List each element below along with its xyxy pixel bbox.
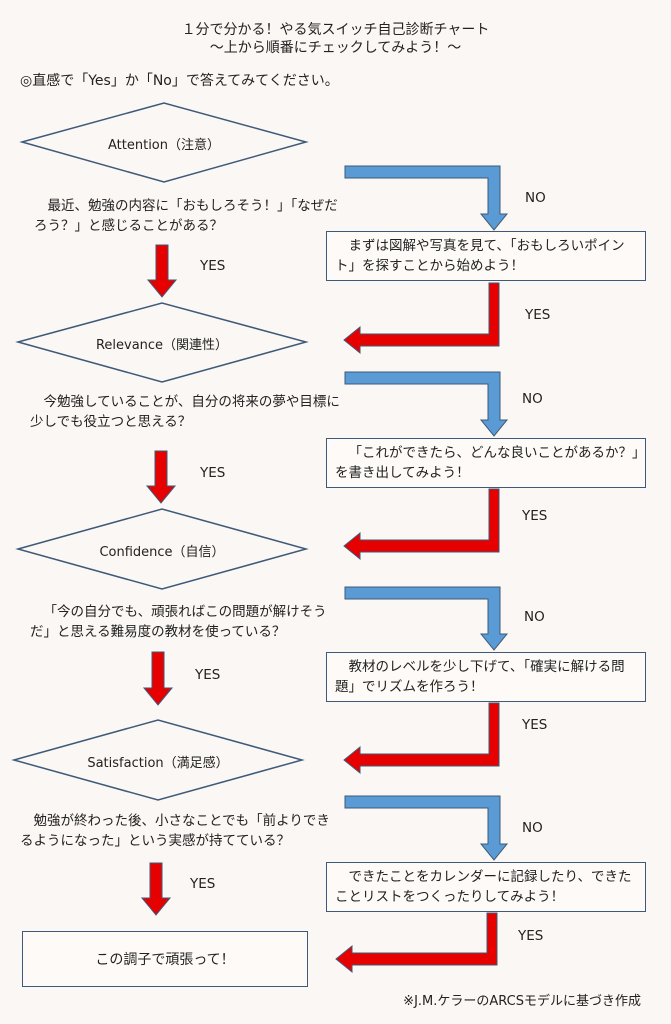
no-label-3: NO [524,609,545,625]
return-yes-arrow-3 [343,702,500,775]
step-label-satisfaction: Satisfaction（満足感） [87,756,229,771]
footnote: ※J.M.ケラーのARCSモデルに基づき作成 [403,994,641,1009]
yes-label-4: YES [190,876,216,892]
no-label-2: NO [522,391,543,407]
advice-box-attention: まずは図解や写真を見て、「おもしろいポイント」を探すことから始めよう！ [326,231,646,281]
diamond-confidence [15,508,309,590]
step-label-attention: Attention（注意） [108,138,220,153]
diamond-relevance [15,302,309,383]
question-satisfaction: 勉強が終わった後、小さなことでも「前よりできるようになった」という実感が持ててい… [20,813,330,849]
yes-arrow-down-3 [142,651,174,706]
step-label-confidence: Confidence（自信） [99,545,225,560]
step-label-relevance: Relevance（関連性） [95,338,229,353]
no-arrow-4 [344,795,509,861]
yes-arrow-down-2 [145,450,177,504]
no-label-1: NO [525,190,546,206]
final-message: この調子で頑張って！ [95,952,235,968]
instruction-text: ◎直感で「Yes」か「No」で答えてみてください。 [20,73,339,89]
no-arrow-1 [344,165,509,231]
return-yes-arrow-4 [335,912,498,974]
return-yes-label-1: YES [525,307,551,323]
yes-label-3: YES [195,667,221,683]
return-yes-label-2: YES [522,508,548,524]
yes-label-2: YES [200,465,226,481]
advice-box-relevance: 「これができたら、どんな良いことがあるか？」を書き出してみよう！ [326,438,646,488]
no-label-4: NO [522,820,543,836]
advice-box-satisfaction: できたことをカレンダーに記録したり、できたことリストをつくったりしてみよう！ [326,862,646,912]
question-attention: 最近、勉強の内容に「おもしろそう！」「なぜだろう？」と感じることがある？ [34,198,338,234]
return-yes-label-3: YES [522,717,548,733]
no-arrow-3 [344,586,509,651]
return-yes-label-4: YES [518,928,544,944]
yes-arrow-down-4 [140,862,172,916]
yes-label-1: YES [200,258,226,274]
question-relevance: 今勉強していることが、自分の将来の夢や目標に少しでも役立つと思える？ [30,394,340,430]
chart-subtitle: ～上から順番にチェックしてみよう！～ [209,40,462,56]
yes-arrow-down-1 [146,244,178,298]
diamond-attention [19,102,309,183]
diamond-satisfaction [11,719,305,801]
question-confidence: 「今の自分でも、頑張ればこの問題が解けそうだ」と思える難易度の教材を使っている？ [30,604,327,640]
no-arrow-2 [344,371,509,437]
final-box: この調子で頑張って！ [22,931,308,987]
advice-box-confidence: 教材のレベルを少し下げて、「確実に解ける問題」でリズムを作ろう！ [326,652,646,702]
return-yes-arrow-2 [343,488,500,561]
chart-title: １分で分かる！やる気スイッチ自己診断チャート [181,22,490,38]
return-yes-arrow-1 [343,282,500,355]
